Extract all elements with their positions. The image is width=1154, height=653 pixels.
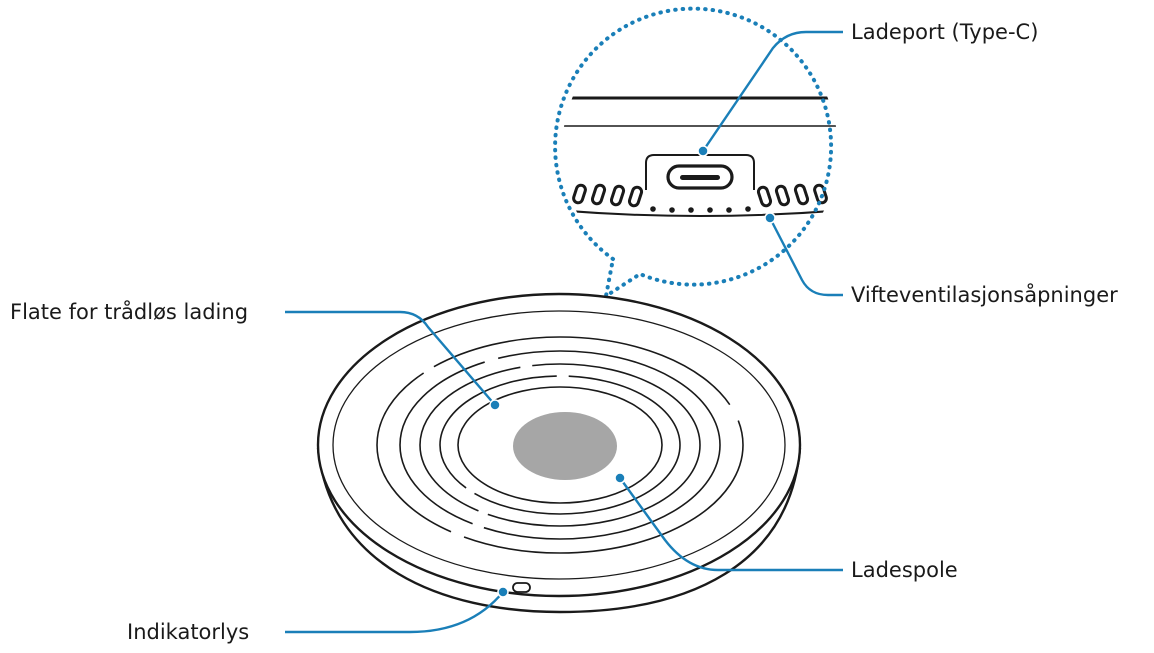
zoom-outline <box>553 6 834 298</box>
zoom-inset-content <box>562 96 838 217</box>
label-charging-coil: Ladespole <box>851 558 958 582</box>
usb-c-port-icon <box>645 154 755 190</box>
pad-rings <box>376 336 744 554</box>
vent-slots-left <box>572 183 644 208</box>
zoom-inset <box>553 6 838 298</box>
label-wireless-surface: Flate for trådløs lading <box>10 299 248 324</box>
charging-pad <box>316 292 802 614</box>
callout-lines <box>285 30 843 634</box>
indicator-light-icon <box>512 582 531 593</box>
bottom-dots <box>650 206 751 213</box>
charging-coil <box>513 412 617 480</box>
pad-inner-lip <box>332 310 786 580</box>
label-fan-vents: Vifteventilasjonsåpninger <box>851 282 1118 307</box>
label-charging-port: Ladeport (Type-C) <box>851 20 1038 44</box>
label-indicator-light: Indikatorlys <box>127 620 249 644</box>
vent-slots-right <box>756 183 828 208</box>
callout-dots <box>489 145 776 598</box>
